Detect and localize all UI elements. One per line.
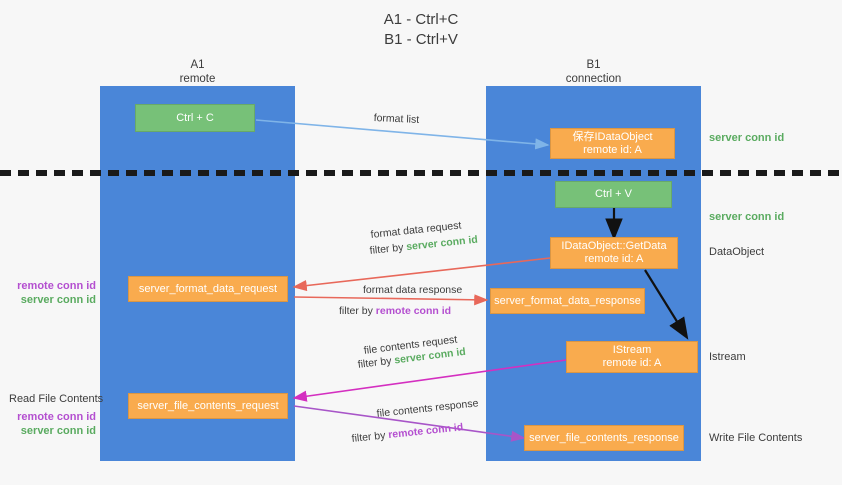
right-label-server-conn-id-1: server conn id [709, 132, 785, 144]
lane-header-b1-line1: B1 [586, 59, 601, 71]
filter-value-remote-conn-id: remote conn id [387, 421, 464, 442]
lane-header-b1: B1 connection [486, 58, 701, 86]
right-label-istream: Istream [709, 351, 746, 363]
box-ctrl-v-line1: Ctrl + V [595, 188, 632, 200]
filter-prefix: filter by [339, 305, 376, 317]
box-getdata-line2: remote id: A [584, 253, 644, 265]
box-istream-line2: remote id: A [602, 357, 662, 369]
lane-header-a1: A1 remote [100, 58, 295, 86]
box-ctrl-c-line1: Ctrl + C [176, 111, 214, 124]
right-label-server-conn-id-2: server conn id [709, 211, 785, 223]
left-label-remote-conn-id-1: remote conn id [17, 280, 96, 292]
edge-label-format-data-response-filter: filter by remote conn id [339, 304, 451, 318]
box-server-format-data-response[interactable]: server_format_data_response [490, 288, 645, 314]
box-server-file-contents-request-label: server_file_contents_request [137, 399, 279, 412]
phase-divider [0, 170, 842, 176]
title-line-1: A1 - Ctrl+C [383, 11, 459, 28]
box-idataobject-line1: 保存IDataObject [572, 130, 653, 143]
edge-label-format-data-response: format data response [363, 284, 463, 296]
box-getdata-line1: IDataObject::GetData [561, 240, 667, 252]
left-label-server-conn-id-2: server conn id [20, 425, 96, 437]
edge-label-file-contents-response: file contents response [376, 397, 479, 420]
filter-prefix: filter by [351, 429, 389, 445]
right-label-write-file-contents: Write File Contents [709, 432, 803, 444]
left-label-conn-id-group-1: remote conn id server conn id [8, 279, 96, 307]
box-server-file-contents-request[interactable]: server_file_contents_request [128, 393, 288, 419]
lane-header-b1-line2: connection [565, 73, 622, 85]
box-istream[interactable]: IStream remote id: A [566, 341, 698, 373]
edge-label-format-list: format list [373, 111, 420, 126]
box-server-format-data-request[interactable]: server_format_data_request [128, 276, 288, 302]
left-label-server-conn-id-1: server conn id [20, 294, 96, 306]
box-server-format-data-request-label: server_format_data_request [138, 282, 278, 295]
filter-prefix: filter by [357, 354, 396, 371]
box-server-file-contents-response-label: server_file_contents_response [529, 431, 679, 444]
box-ctrl-c[interactable]: Ctrl + C [135, 104, 255, 132]
diagram-title: A1 - Ctrl+C B1 - Ctrl+V [0, 10, 842, 50]
left-label-read-file-contents: Read File Contents [9, 393, 104, 405]
box-istream-line1: IStream [612, 344, 652, 356]
box-server-file-contents-response[interactable]: server_file_contents_response [524, 425, 684, 451]
box-idataobject[interactable]: 保存IDataObject remote id: A [550, 128, 675, 159]
left-label-conn-id-group-2: remote conn id server conn id [8, 410, 96, 438]
box-idataobject-getdata[interactable]: IDataObject::GetData remote id: A [550, 237, 678, 269]
box-ctrl-v[interactable]: Ctrl + V [555, 181, 672, 208]
edge-label-file-contents-response-filter: filter by remote conn id [351, 420, 464, 446]
box-idataobject-line2: remote id: A [583, 143, 642, 156]
box-server-format-data-response-label: server_format_data_response [494, 294, 641, 307]
title-line-2: B1 - Ctrl+V [384, 31, 458, 48]
filter-value-remote-conn-id: remote conn id [375, 305, 452, 317]
right-label-dataobject: DataObject [709, 246, 765, 258]
arrow-format-data-response [293, 294, 489, 306]
lane-header-a1-line1: A1 [190, 59, 205, 71]
left-label-remote-conn-id-2: remote conn id [17, 411, 96, 423]
filter-prefix: filter by [369, 241, 407, 257]
lane-header-a1-line2: remote [179, 73, 216, 85]
